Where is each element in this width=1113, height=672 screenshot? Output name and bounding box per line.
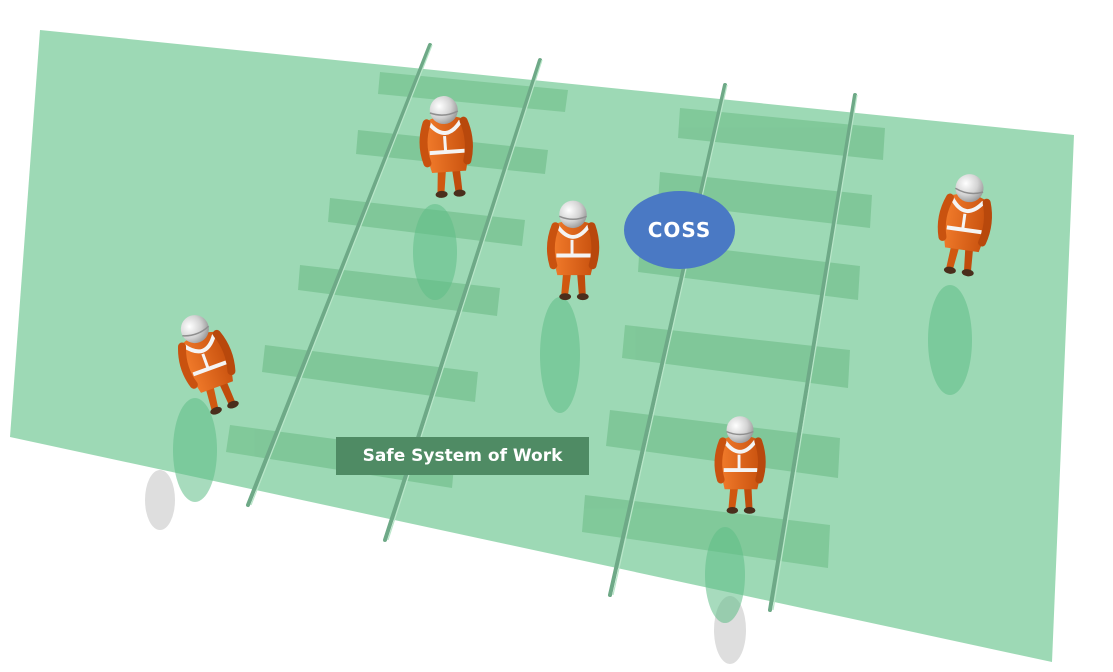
track-sleepers [226, 72, 885, 568]
rails [246, 43, 857, 612]
rail-highlights [250, 44, 858, 611]
safe-system-label: Safe System of Work [336, 437, 589, 475]
worker-shadows [173, 204, 972, 623]
coss-badge: COSS [624, 191, 735, 269]
